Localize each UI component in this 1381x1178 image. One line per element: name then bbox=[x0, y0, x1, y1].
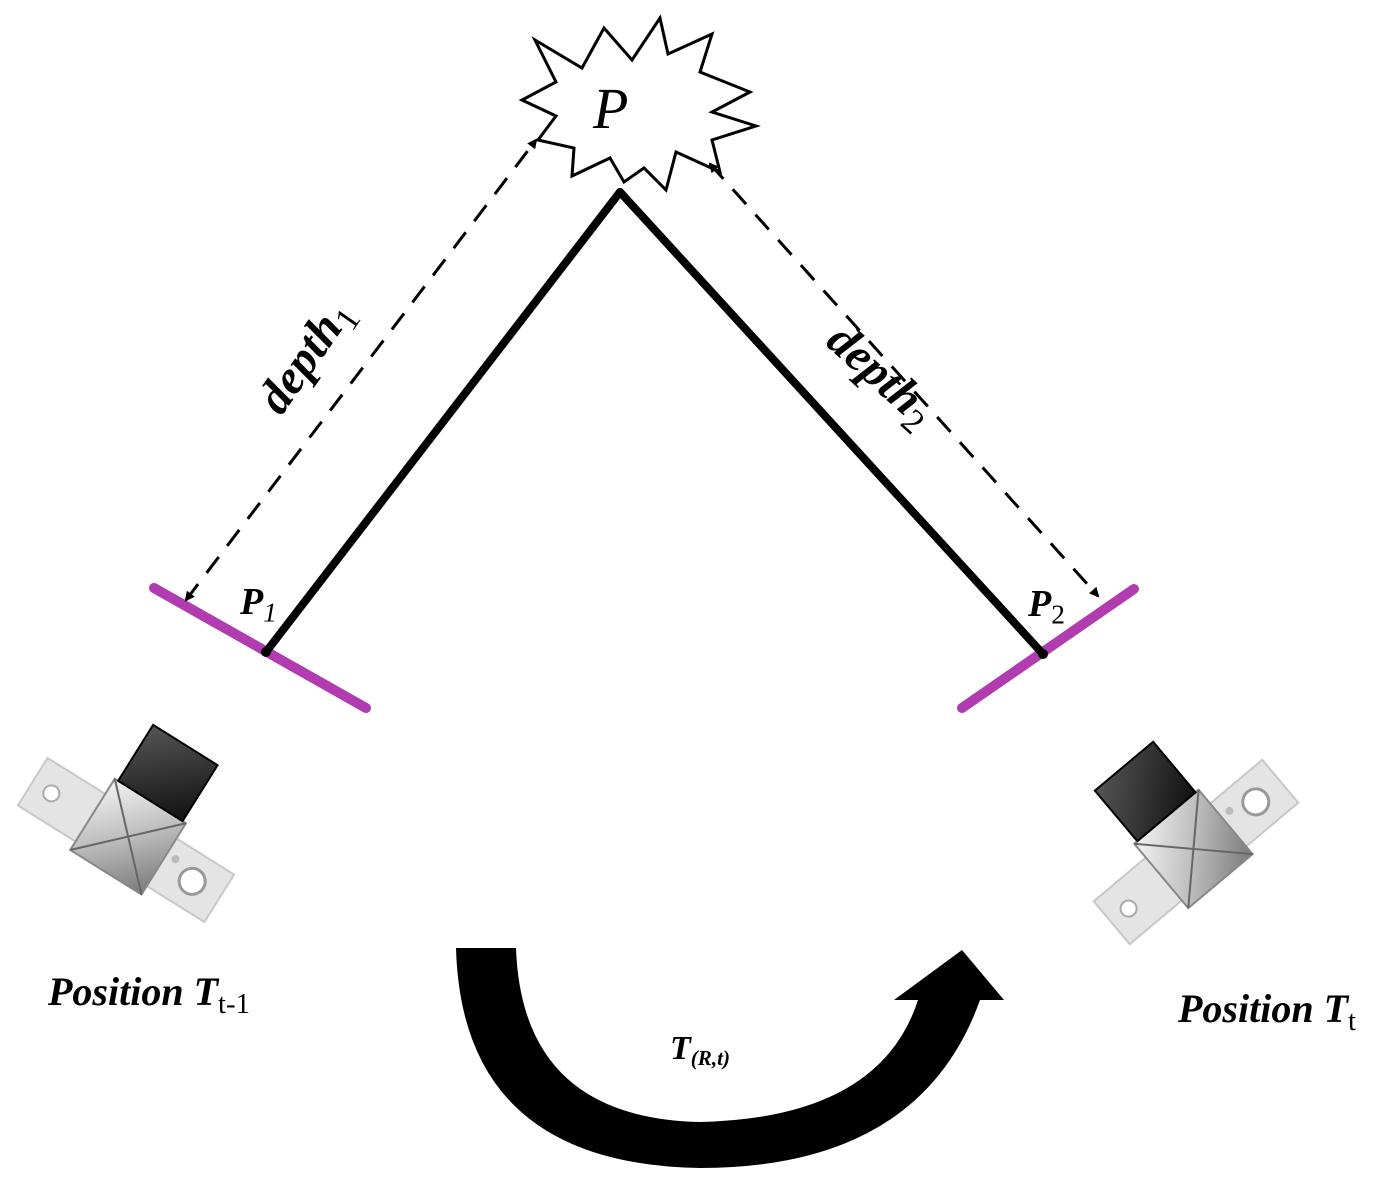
point-p2-dot bbox=[1038, 649, 1048, 659]
camera-icon bbox=[1092, 740, 1300, 946]
image-plane-left bbox=[149, 583, 371, 713]
starburst-icon bbox=[518, 14, 761, 193]
depth-arrow-right bbox=[708, 162, 1100, 598]
curved-arrow-icon bbox=[456, 948, 1004, 1168]
point-p1-dot bbox=[261, 647, 271, 657]
image-point-label-left: P1 bbox=[240, 581, 277, 628]
transform-label: T(R,t) bbox=[670, 1030, 731, 1070]
point-label: P bbox=[593, 76, 629, 141]
depth-arrow-left bbox=[184, 138, 538, 602]
camera-icon bbox=[16, 723, 236, 924]
ray-right bbox=[616, 188, 1047, 658]
image-plane-right bbox=[957, 584, 1139, 713]
position-label-right: Position Tt bbox=[1178, 986, 1357, 1038]
image-point-label-right: P2 bbox=[1028, 583, 1065, 630]
position-label-left: Position Tt-1 bbox=[48, 969, 251, 1021]
